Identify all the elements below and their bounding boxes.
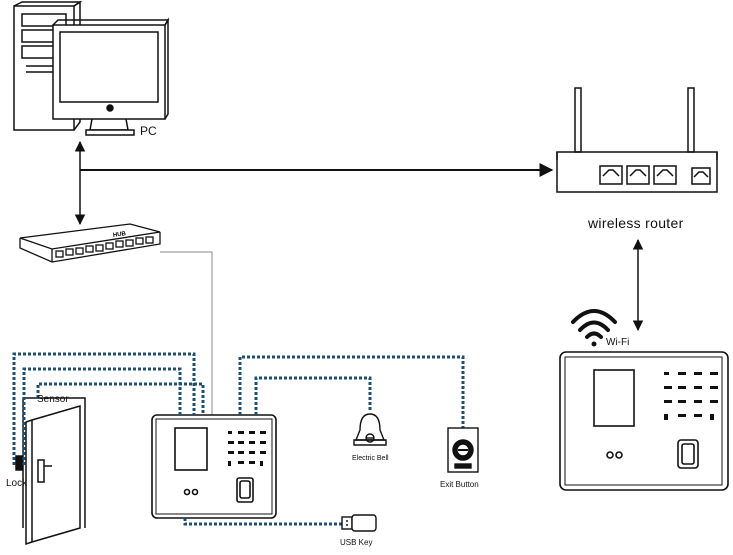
sensor-label: Sensor — [37, 394, 69, 405]
electric-bell-icon — [353, 413, 387, 446]
lock-label: Lock — [6, 478, 28, 489]
wifi-label: Wi-Fi — [606, 337, 630, 348]
exit-button-label: Exit Button — [440, 480, 479, 489]
dotted-cables — [12, 352, 465, 526]
router-label: wireless router — [588, 215, 684, 231]
pc-label: PC — [140, 124, 157, 138]
hub-terminal-wire — [160, 251, 213, 415]
exit-button-icon — [447, 427, 479, 473]
usb-key-label: USB Key — [340, 538, 373, 547]
pc-monitor — [52, 17, 170, 136]
door — [15, 397, 86, 546]
wifi-icon — [571, 309, 617, 347]
bell-label: Electric Bell — [352, 455, 389, 462]
time-attendance-terminal-large — [559, 351, 729, 491]
time-attendance-terminal — [151, 414, 277, 519]
wireless-router — [556, 87, 718, 193]
usb-key-icon — [341, 514, 377, 532]
hub-switch — [19, 223, 161, 263]
